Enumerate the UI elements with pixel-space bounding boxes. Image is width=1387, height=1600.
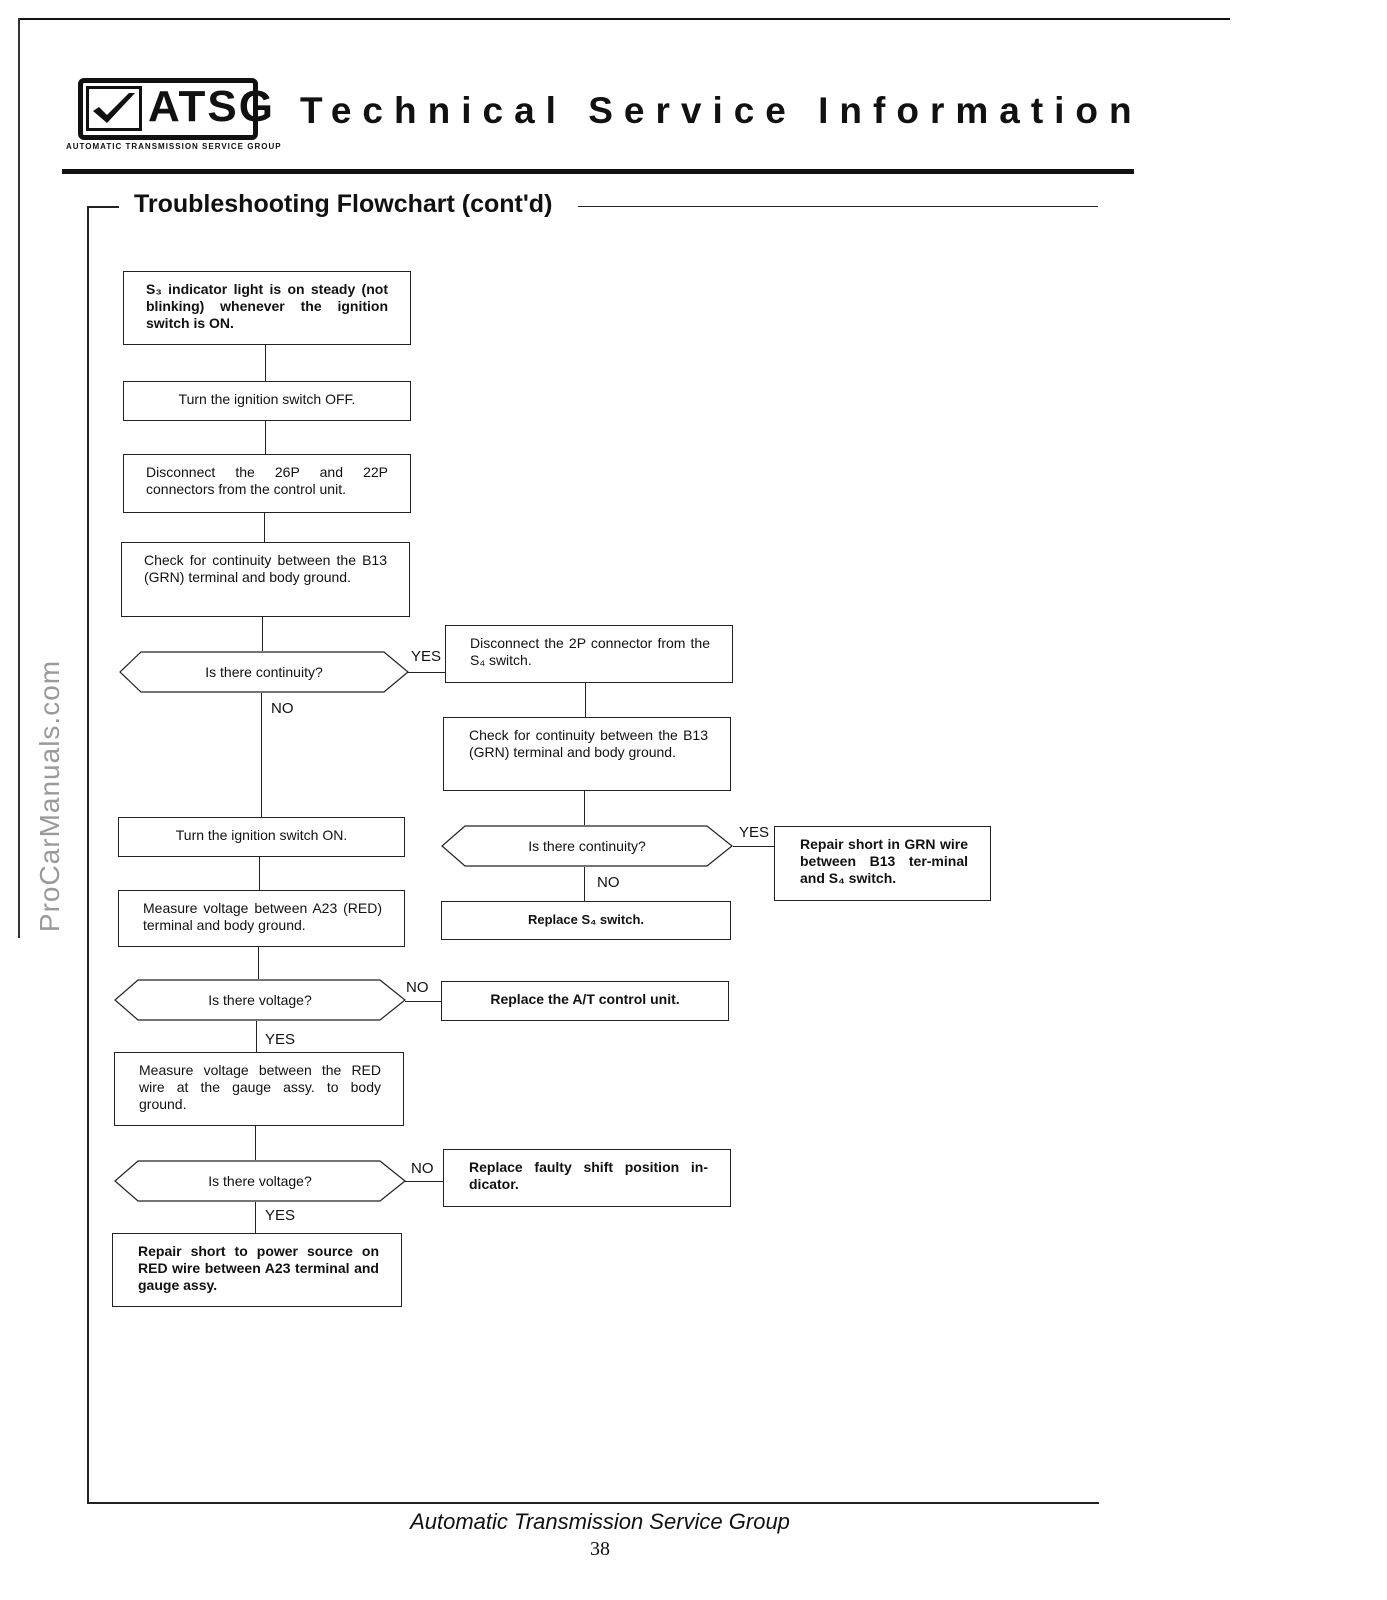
connector bbox=[255, 1202, 256, 1233]
decision-label: Is there voltage? bbox=[208, 1173, 312, 1189]
check-icon bbox=[86, 86, 142, 131]
no-label: NO bbox=[411, 1160, 434, 1177]
decision-label: Is there continuity? bbox=[528, 838, 646, 854]
flow-box-measure-gauge: Measure voltage between the RED wire at … bbox=[114, 1052, 404, 1126]
yes-label: YES bbox=[739, 824, 770, 841]
connector bbox=[264, 513, 265, 542]
logo-subtext: AUTOMATIC TRANSMISSION SERVICE GROUP bbox=[66, 142, 282, 151]
flow-box-replace-control-unit: Replace the A/T control unit. bbox=[441, 981, 729, 1021]
no-label: NO bbox=[271, 700, 294, 717]
decision-label: Is there voltage? bbox=[208, 992, 312, 1008]
connector bbox=[259, 857, 260, 890]
connector bbox=[585, 683, 586, 717]
yes-label: YES bbox=[265, 1207, 296, 1224]
flow-box-check-continuity-2: Check for continuity between the B13 (GR… bbox=[443, 717, 731, 791]
page-title: Technical Service Information bbox=[300, 90, 1143, 131]
no-label: NO bbox=[406, 979, 429, 996]
connector bbox=[265, 345, 266, 381]
connector bbox=[584, 867, 585, 901]
left-border bbox=[18, 18, 20, 938]
connector bbox=[255, 1126, 256, 1160]
flow-box-replace-s4: Replace S₄ switch. bbox=[441, 901, 731, 940]
connector bbox=[405, 1181, 443, 1182]
logo-text: ATSG bbox=[148, 82, 275, 131]
connector bbox=[405, 1001, 441, 1002]
yes-label: YES bbox=[411, 648, 442, 665]
decision-voltage-2: Is there voltage? bbox=[114, 1160, 406, 1202]
frame-tick bbox=[87, 206, 119, 208]
connector bbox=[265, 421, 266, 454]
decision-continuity-2: Is there continuity? bbox=[441, 825, 733, 867]
section-title: Troubleshooting Flowchart (cont'd) bbox=[130, 190, 557, 219]
connector bbox=[733, 846, 774, 847]
page-number: 38 bbox=[590, 1538, 610, 1560]
flow-box-s3-indicator: S₃ indicator light is on steady (not bli… bbox=[123, 271, 411, 345]
connector bbox=[584, 791, 585, 825]
flow-box-repair-red-wire: Repair short to power source on RED wire… bbox=[112, 1233, 402, 1307]
flow-box-disconnect-26p-22p: Disconnect the 26P and 22P connectors fr… bbox=[123, 454, 411, 513]
no-label: NO bbox=[597, 874, 620, 891]
footer-org: Automatic Transmission Service Group bbox=[410, 1509, 790, 1534]
connector bbox=[256, 1021, 257, 1052]
flow-box-ignition-on: Turn the ignition switch ON. bbox=[118, 817, 405, 857]
top-border bbox=[18, 18, 1230, 20]
decision-continuity-1: Is there continuity? bbox=[119, 651, 409, 693]
flow-box-replace-indicator: Replace faulty shift position in-dicator… bbox=[443, 1149, 731, 1207]
connector bbox=[408, 672, 446, 673]
flow-box-repair-grn-wire: Repair short in GRN wire between B13 ter… bbox=[774, 826, 991, 901]
yes-label: YES bbox=[265, 1031, 296, 1048]
flow-box-disconnect-2p: Disconnect the 2P connector from the S₄ … bbox=[445, 625, 733, 683]
header-rule bbox=[62, 169, 1134, 174]
connector bbox=[261, 693, 262, 817]
decision-voltage-1: Is there voltage? bbox=[114, 979, 406, 1021]
section-rule bbox=[578, 206, 1098, 207]
flow-box-measure-a23: Measure voltage between A23 (RED) termin… bbox=[118, 890, 405, 947]
decision-label: Is there continuity? bbox=[205, 664, 323, 680]
frame-bottom bbox=[87, 1502, 1099, 1504]
watermark: ProCarManuals.com bbox=[34, 659, 65, 933]
connector bbox=[258, 947, 259, 979]
flow-box-check-continuity: Check for continuity between the B13 (GR… bbox=[121, 542, 410, 617]
frame-left bbox=[87, 206, 89, 1504]
connector bbox=[262, 617, 263, 651]
atsg-logo bbox=[78, 78, 258, 140]
flow-box-ignition-off: Turn the ignition switch OFF. bbox=[123, 381, 411, 421]
